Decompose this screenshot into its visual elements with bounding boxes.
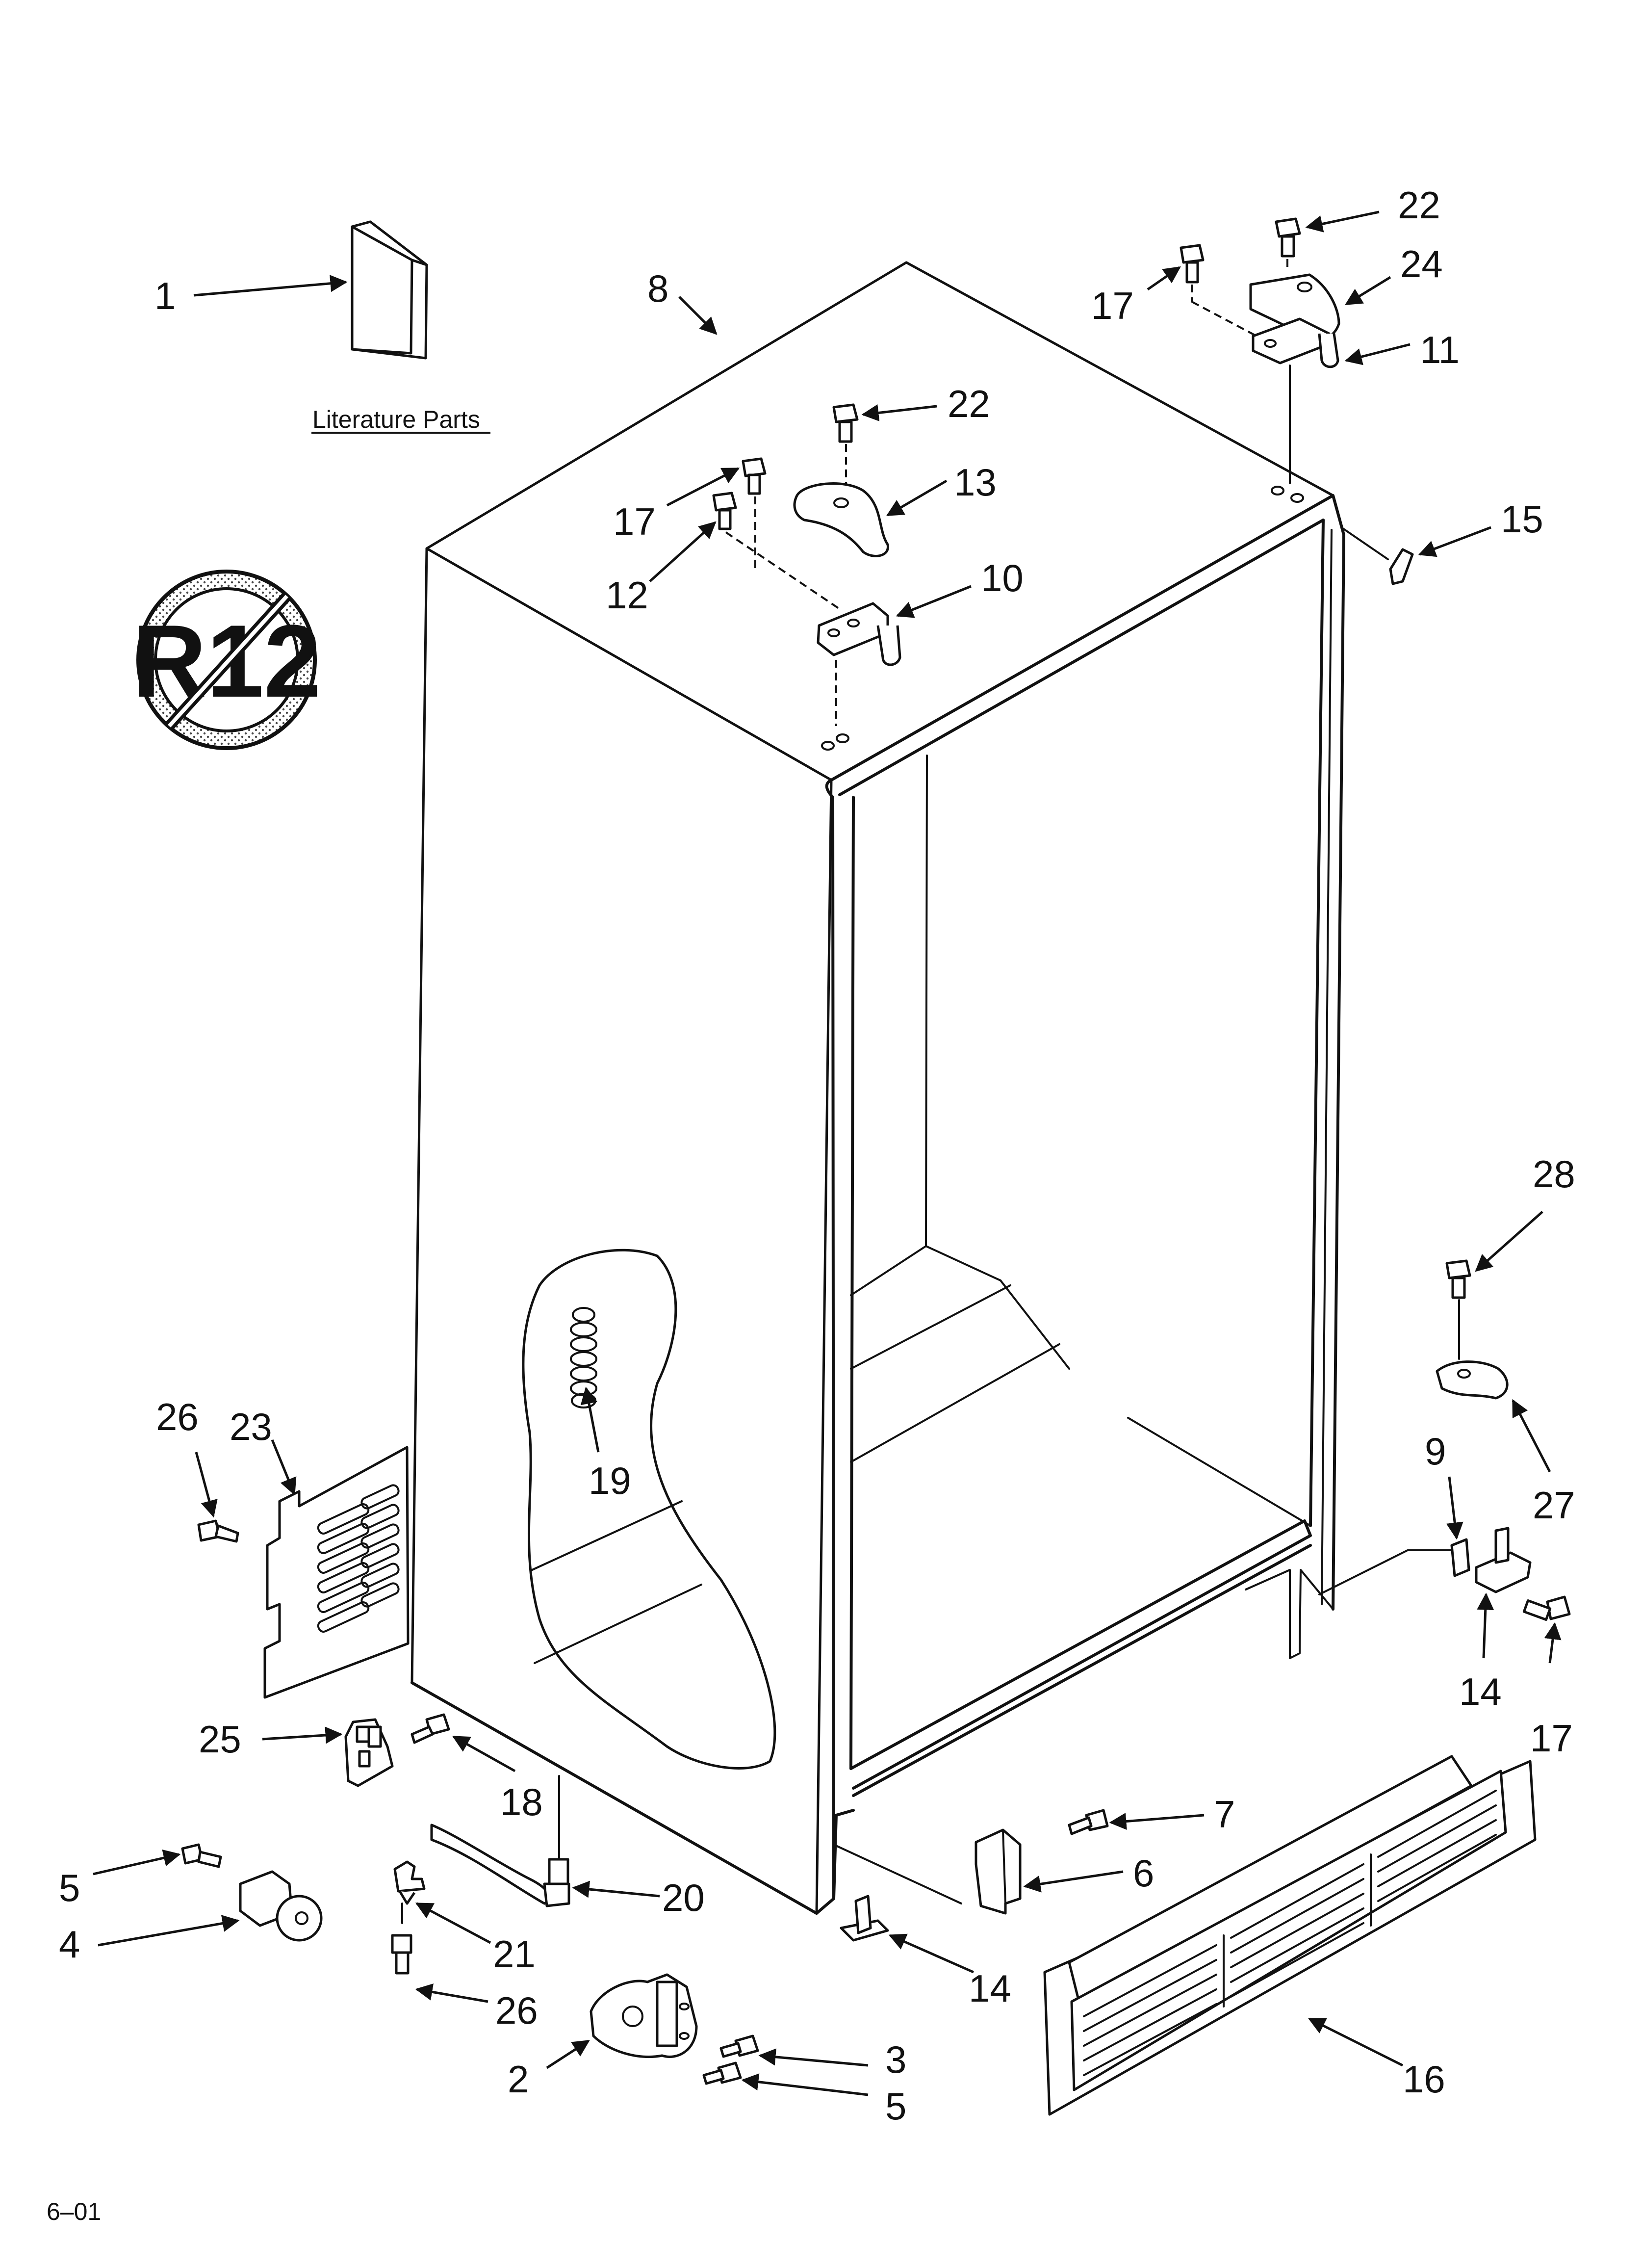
bracket-14-bottom	[840, 1895, 889, 1942]
rear-panel-vents	[317, 1484, 400, 1633]
bracket-6	[833, 1809, 1109, 1915]
callout-10: 10	[981, 556, 1024, 600]
callout-27: 27	[1533, 1484, 1575, 1527]
callout-19: 19	[589, 1459, 631, 1502]
callout-12: 12	[606, 574, 648, 617]
screw-26-bottom	[391, 1934, 412, 1975]
callout-8: 8	[647, 267, 668, 310]
literature-book	[351, 220, 428, 360]
callout-7: 7	[1214, 1793, 1235, 1836]
callout-22-top-right: 22	[1398, 183, 1440, 227]
callout-4: 4	[59, 1923, 80, 1966]
literature-parts-label: Literature Parts	[312, 406, 480, 433]
grille-16	[1043, 1755, 1537, 2116]
callout-18: 18	[500, 1780, 543, 1824]
callout-22-center: 22	[948, 382, 990, 425]
callout-23: 23	[230, 1405, 272, 1448]
rear-panel-23	[197, 1446, 410, 1699]
callout-labels: 1 8 22 17 24 11 22 13 17 12 10 15 28 9 2…	[59, 183, 1575, 2128]
leader-lines	[93, 210, 1562, 2096]
callout-20: 20	[662, 1876, 705, 1919]
callout-14-right: 14	[1459, 1670, 1502, 1713]
callout-17-center: 17	[613, 500, 656, 543]
grille-16-slats	[1083, 1790, 1497, 2076]
callout-15: 15	[1501, 497, 1543, 541]
clip-21	[393, 1860, 426, 1924]
callout-2: 2	[508, 2058, 529, 2101]
callout-6: 6	[1133, 1851, 1154, 1895]
callout-26-bottom: 26	[495, 1989, 538, 2032]
hinge-lower-right	[1318, 1259, 1571, 1621]
callout-17-top-right: 17	[1091, 284, 1134, 327]
callout-21: 21	[493, 1932, 536, 1976]
callout-16: 16	[1403, 2058, 1445, 2101]
hinge-bottom-2	[590, 1973, 759, 2085]
callout-26-left: 26	[156, 1395, 199, 1438]
screw-22-center	[832, 403, 859, 486]
callout-14-bottom: 14	[969, 1967, 1011, 2010]
callout-25: 25	[199, 1718, 241, 1761]
hinge-right	[1180, 217, 1340, 484]
hinge-center	[712, 403, 901, 726]
drain-tube-20	[430, 1775, 570, 1907]
bracket-25	[344, 1713, 450, 1787]
callout-11: 11	[1420, 328, 1460, 371]
callout-9: 9	[1425, 1430, 1446, 1473]
callout-17-lower-right: 17	[1530, 1717, 1573, 1760]
callout-1: 1	[154, 274, 176, 317]
callout-13: 13	[954, 461, 997, 504]
callout-5-bottom: 5	[885, 2085, 906, 2128]
revision-code: 6–01	[47, 2198, 101, 2225]
roller-4	[181, 1843, 323, 1942]
cabinet	[410, 261, 1345, 1915]
no-r12-badge: R12	[132, 570, 321, 750]
callout-28: 28	[1533, 1152, 1575, 1196]
callout-3: 3	[885, 2038, 906, 2081]
part-15	[1340, 526, 1414, 585]
callout-5-left: 5	[59, 1866, 80, 1909]
callout-24: 24	[1400, 242, 1443, 286]
